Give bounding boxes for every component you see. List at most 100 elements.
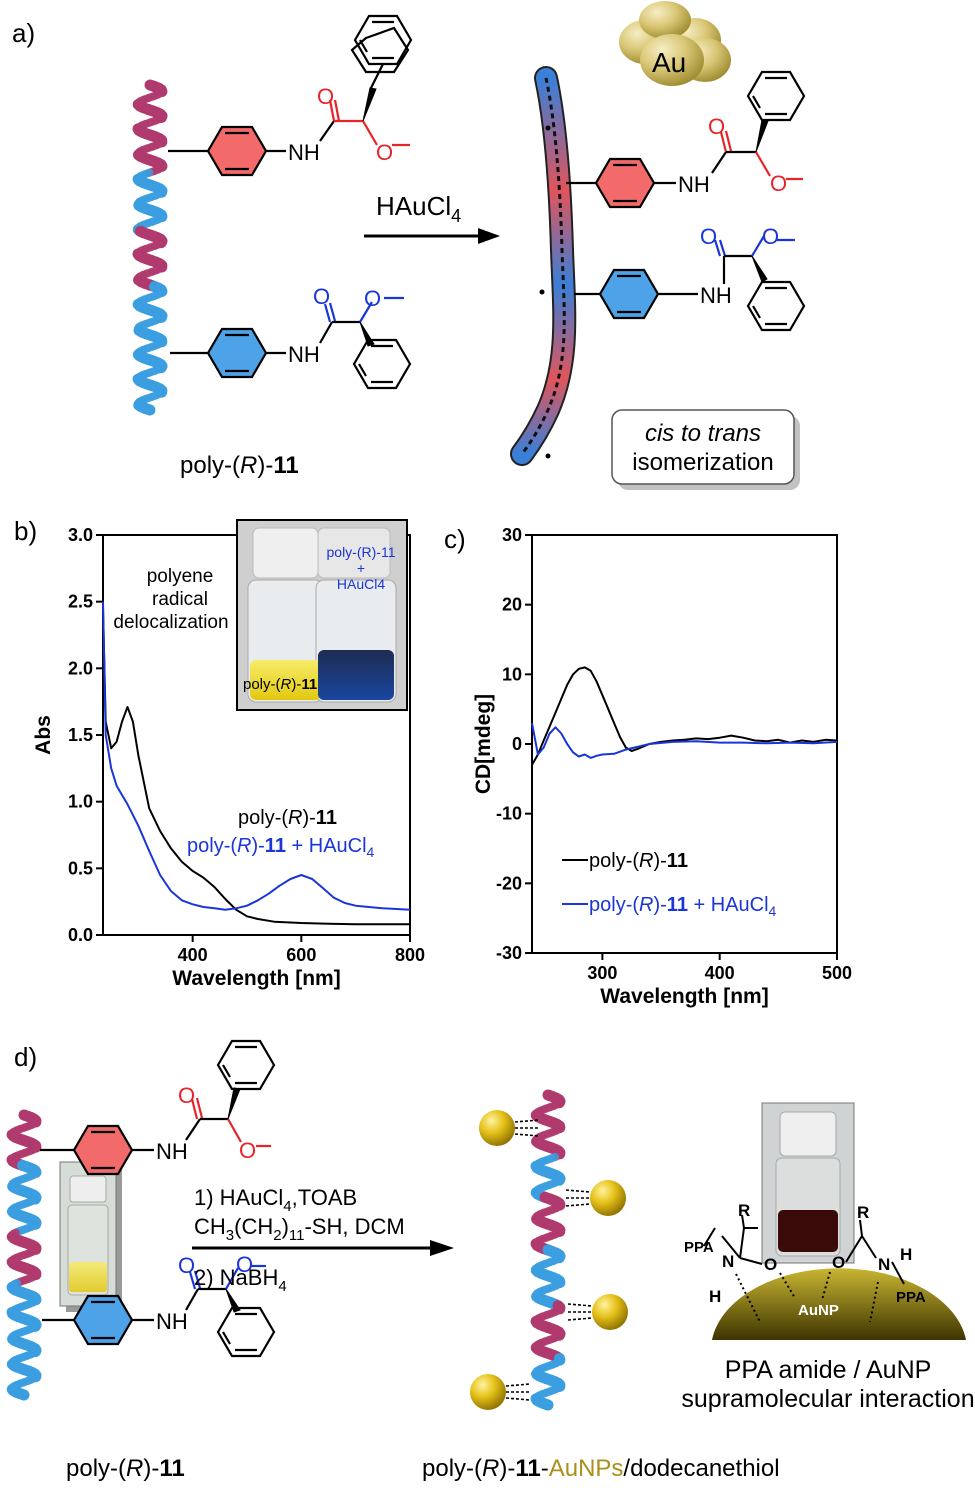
o-label: O xyxy=(700,224,717,249)
gold-nanoparticles xyxy=(470,1110,628,1410)
blue-mandelate-unit-d xyxy=(42,1264,276,1358)
x-tick-label: 500 xyxy=(822,963,852,983)
inset-label-blue-3: HAuCl4 xyxy=(337,576,385,592)
y-tick-label: 2.0 xyxy=(68,658,93,678)
r-label: R xyxy=(857,1203,869,1222)
y-tick-label: 0.0 xyxy=(68,925,93,945)
x-tick-label: 400 xyxy=(705,963,735,983)
inset-label-blue-1: poly-(R)-11 xyxy=(327,544,396,560)
x-tick-label: 600 xyxy=(286,945,316,965)
interaction-dash xyxy=(505,1383,531,1387)
n-label: N xyxy=(722,1252,734,1271)
step-1-thiol: CH3(CH2)11-SH, DCM xyxy=(194,1214,405,1244)
panel-d-label: d) xyxy=(14,1042,37,1072)
y-tick-label: 30 xyxy=(502,525,522,545)
o-label: O xyxy=(317,84,334,109)
y-tick-label: 20 xyxy=(502,595,522,615)
nh-label: NH xyxy=(288,342,320,367)
gold-nanoparticle xyxy=(479,1110,515,1146)
o-label: O xyxy=(239,1138,256,1163)
red-mandelate-text: NH O O xyxy=(288,84,393,165)
red-mandelate-unit-right xyxy=(566,70,806,209)
annotation-2: radical xyxy=(152,589,208,610)
red-mandelate-unit-d xyxy=(40,1039,276,1176)
inset-vials-photo xyxy=(236,519,408,711)
nh-label: NH xyxy=(678,172,710,197)
plot-frame xyxy=(531,534,838,954)
blue-mandelate-unit xyxy=(170,296,412,390)
y-tick-label: -10 xyxy=(496,804,522,824)
phenyl-ring xyxy=(353,14,413,89)
nh-label: NH xyxy=(700,283,732,308)
caption-d-left: poly-(R)-11 xyxy=(66,1455,185,1482)
gold-nanoparticle xyxy=(592,1294,628,1330)
series-line xyxy=(102,601,411,911)
yellow-vial-photo xyxy=(59,1161,122,1312)
o-label: O xyxy=(832,1253,845,1272)
o-label: O xyxy=(364,286,381,311)
legend-c-blue: poly-(R)-11 + HAuCl4 xyxy=(589,894,777,919)
aunp-dome: AuNP xyxy=(712,1268,966,1340)
amide-left xyxy=(703,1214,796,1323)
box-line-2: isomerization xyxy=(632,449,773,476)
interaction-dash xyxy=(567,1317,593,1321)
o-label: O xyxy=(770,171,787,196)
o-label: O xyxy=(178,1253,195,1278)
helix-left-d xyxy=(6,1109,42,1401)
series-line xyxy=(531,722,838,759)
series-line xyxy=(102,608,410,926)
y-axis-label: Abs xyxy=(32,715,55,755)
x-tick-label: 300 xyxy=(587,963,617,983)
o-label: O xyxy=(708,114,725,139)
interaction-dash xyxy=(514,1133,540,1137)
panel-c-label: c) xyxy=(444,524,466,554)
ppa-label: PPA xyxy=(684,1239,714,1256)
annotation-3: delocalization xyxy=(113,612,228,633)
interaction-dash xyxy=(565,1189,591,1193)
legend-c-black: poly-(R)-11 xyxy=(589,850,688,872)
step-2-label: 2) NaBH4 xyxy=(194,1265,287,1295)
amide-right-text: R O N H PPA xyxy=(832,1203,926,1306)
o-label: O xyxy=(236,1252,253,1277)
helix-left-a xyxy=(132,79,168,416)
series-line xyxy=(531,666,838,766)
blue-mandelate-text: NH O O xyxy=(288,284,381,367)
reagent-label: HAuCl4 xyxy=(376,191,461,226)
legend-b-black: poly-(R)-11 xyxy=(238,807,337,829)
step-1-label: 1) HAuCl4,TOAB xyxy=(194,1185,357,1215)
legend-b-blue: poly-(R)-11 + HAuCl4 xyxy=(187,835,375,860)
inset-label-blue-2: + xyxy=(357,560,365,576)
y-tick-label: -20 xyxy=(496,873,522,893)
x-tick-label: 800 xyxy=(395,945,425,965)
aunp-vial-photo xyxy=(761,1102,855,1264)
blue-unit-right-text: NH O O xyxy=(700,224,779,308)
au-label: Au xyxy=(652,47,686,78)
interaction-dash xyxy=(565,1203,591,1207)
interaction-line-1: PPA amide / AuNP xyxy=(725,1356,932,1384)
annotation-1: polyene xyxy=(147,566,214,587)
n-label: N xyxy=(878,1255,890,1274)
o-label: O xyxy=(178,1083,195,1108)
y-tick-label: -30 xyxy=(496,943,522,963)
o-label: O xyxy=(762,224,779,249)
inset-label-black: poly-(R)-11 xyxy=(243,676,317,693)
ppa-label: PPA xyxy=(896,1289,926,1306)
amide-left-text: PPA R N O H xyxy=(684,1201,777,1306)
o-label: O xyxy=(313,284,330,309)
helix-segment xyxy=(14,1388,30,1401)
x-tick-label: 400 xyxy=(178,945,208,965)
nh-label: NH xyxy=(288,140,320,165)
panel-b-label: b) xyxy=(14,516,37,546)
interaction-dash xyxy=(514,1119,540,1123)
o-label: O xyxy=(764,1255,777,1274)
panel-a-label: a) xyxy=(12,18,35,48)
aunp-label: AuNP xyxy=(798,1302,839,1319)
blue-mandelate-unit-right xyxy=(574,235,806,332)
nh-label: NH xyxy=(156,1139,188,1164)
reaction-arrow xyxy=(364,228,500,244)
y-tick-label: 3.0 xyxy=(68,525,93,545)
y-tick-label: 2.5 xyxy=(68,592,93,612)
